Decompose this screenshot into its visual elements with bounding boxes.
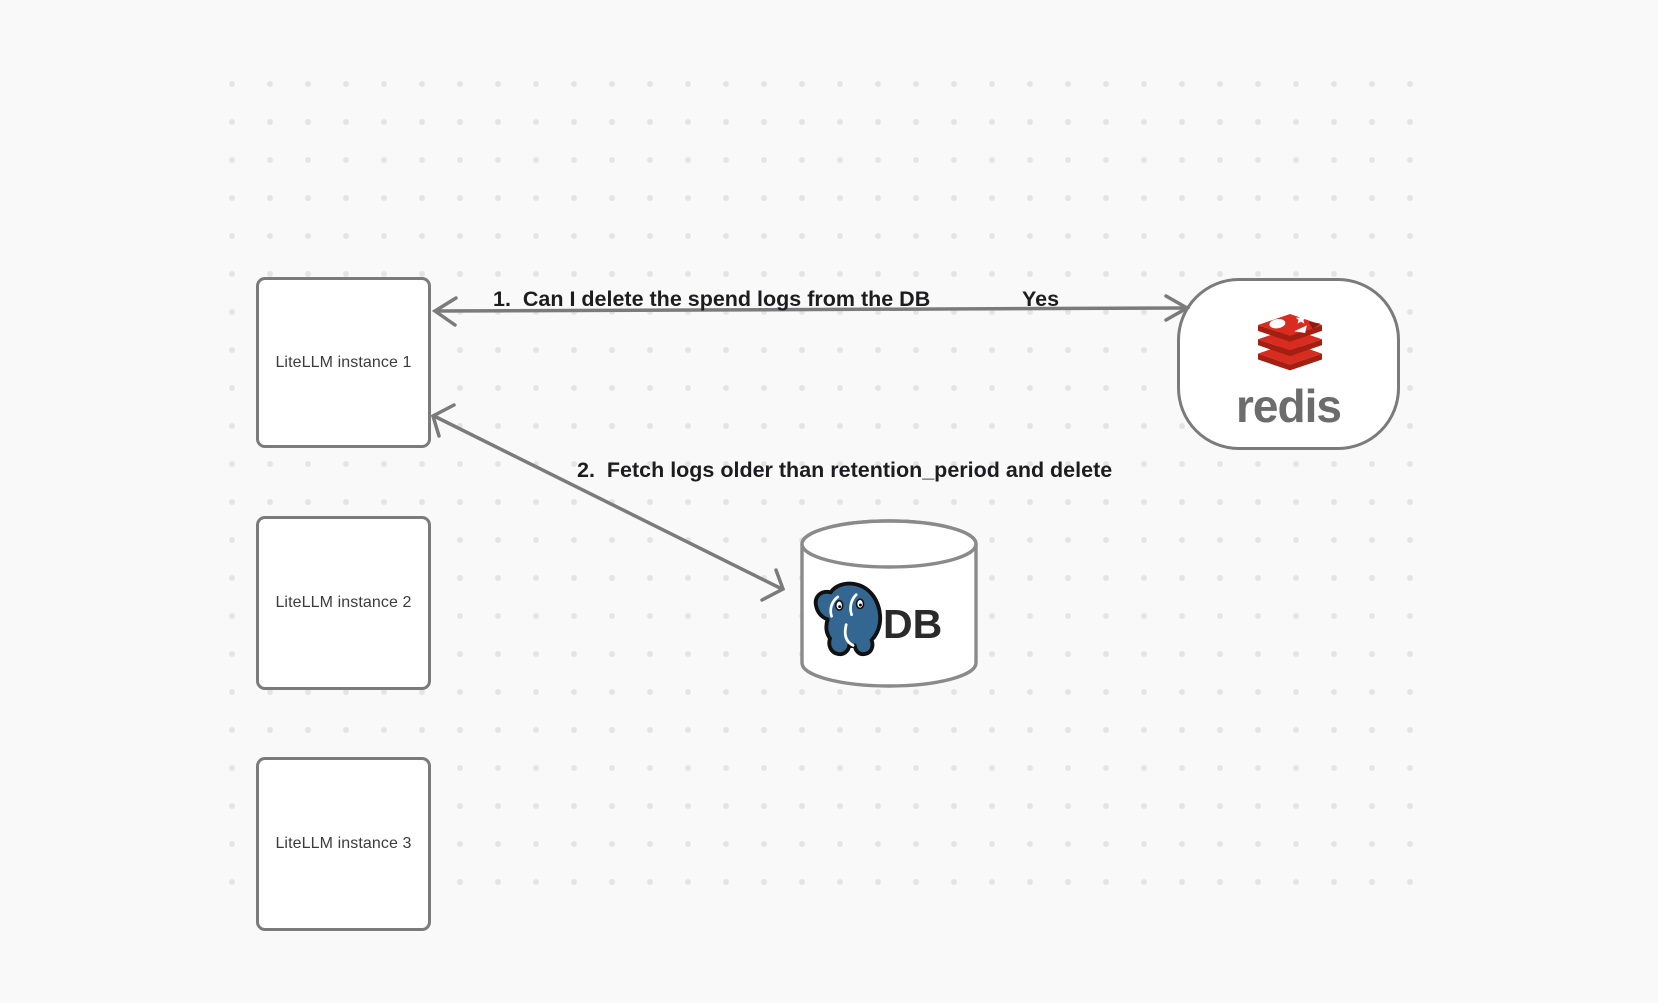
litellm-instance-3-label: LiteLLM instance 3 <box>275 835 412 852</box>
redis-wordmark: redis <box>1236 380 1342 432</box>
node-redis[interactable]: redis <box>1177 278 1400 450</box>
litellm-instance-1-label: LiteLLM instance 1 <box>275 353 412 371</box>
redis-logo-icon <box>1258 314 1322 371</box>
node-litellm-instance-2[interactable]: LiteLLM instance 2 <box>256 516 431 690</box>
db-label: DB <box>883 601 943 647</box>
node-db-cylinder[interactable]: DB <box>799 517 979 691</box>
edge-2-label: 2. Fetch logs older than retention_perio… <box>577 458 1113 482</box>
edge-1-answer-label: Yes <box>1022 287 1060 311</box>
postgresql-logo-icon <box>813 581 883 657</box>
node-litellm-instance-1[interactable]: LiteLLM instance 1 <box>256 277 431 448</box>
edge-1-label: 1. Can I delete the spend logs from the … <box>493 287 931 311</box>
litellm-instance-2-label: LiteLLM instance 2 <box>275 594 412 611</box>
node-litellm-instance-3[interactable]: LiteLLM instance 3 <box>256 757 431 931</box>
